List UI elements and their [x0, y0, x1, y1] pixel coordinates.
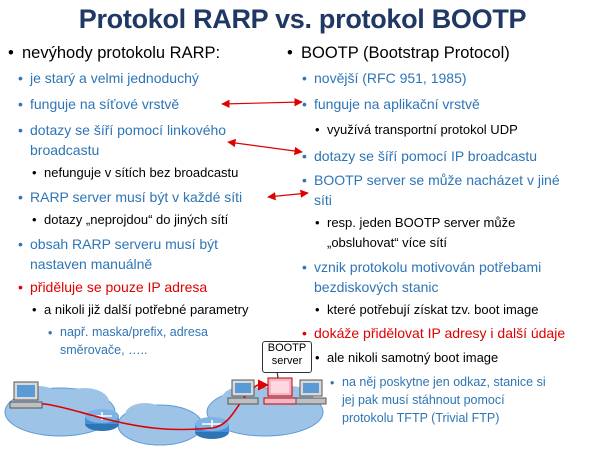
bullet-marker: •: [302, 70, 307, 86]
bullet-marker: •: [315, 350, 320, 365]
bullet-text: dotazy „neprojdou“ do jiných sítí: [44, 212, 229, 227]
bullet-text: funguje na síťové vrstvě: [30, 96, 180, 112]
bullet-text: nevýhody protokolu RARP:: [22, 44, 221, 62]
bullet-marker: •: [330, 376, 335, 390]
bullet-marker: •: [302, 325, 307, 341]
bullet-marker: •: [32, 165, 37, 180]
bullet-text: využívá transportní protokol UDP: [327, 122, 518, 137]
bullet-text: dotazy se šíří pomocí linkového: [30, 122, 227, 138]
bullet-item: • nefunguje v sítích bez broadcastu: [32, 163, 239, 183]
bullet-text: funguje na aplikační vrstvě: [314, 96, 480, 112]
bullet-text: vznik protokolu motivován potřebami: [314, 259, 542, 275]
bullet-text: jej pak musí stáhnout pomocí: [342, 393, 505, 407]
bootp-server-callout: BOOTP server: [262, 341, 312, 373]
network-cloud-icon: [117, 403, 203, 446]
bullet-marker: •: [18, 70, 23, 86]
bullet-marker: •: [18, 189, 23, 205]
bullet-text: nefunguje v sítích bez broadcastu: [44, 165, 239, 180]
bullet-item: • dotazy se šíří pomocí linkového broadcas…: [18, 120, 227, 160]
compare-arrow-layer: [221, 97, 303, 109]
bullet-item: • BOOTP (Bootstrap Protocol): [287, 43, 510, 63]
bullet-marker: •: [32, 302, 37, 317]
bullet-text: přiděluje se pouze IP adresa: [30, 279, 208, 295]
router-icon: [85, 409, 119, 431]
bullet-marker: •: [18, 122, 23, 138]
bullet-marker: •: [48, 326, 53, 340]
bullet-marker: •: [302, 172, 307, 188]
bullet-item: • dotazy se šíří pomocí IP broadcastu: [302, 146, 538, 166]
bullet-text: dotazy se šíří pomocí IP broadcastu: [314, 148, 538, 164]
bullet-marker: •: [315, 302, 320, 317]
bullet-marker: •: [18, 279, 23, 295]
bullet-marker: •: [302, 96, 307, 112]
bullet-marker: •: [302, 148, 307, 164]
bullet-item: • je starý a velmi jednoduchý: [18, 68, 199, 88]
compare-arrow-broadcast: [227, 138, 303, 156]
bullet-item: • na něj poskytne jen odkaz, stanice si je…: [330, 373, 546, 427]
bullet-item: • které potřebují získat tzv. boot image: [315, 300, 539, 320]
bullet-text: směrovače, …..: [60, 343, 148, 357]
bullet-item: • nevýhody protokolu RARP:: [8, 43, 221, 63]
bullet-item: • přiděluje se pouze IP adresa: [18, 277, 208, 297]
callout-line1: BOOTP: [267, 342, 307, 354]
bullet-item: • RARP server musí být v každé síti: [18, 187, 243, 207]
bullet-text: dokáže přidělovat IP adresy i další údaj…: [314, 325, 566, 341]
bullet-text: broadcastu: [30, 142, 100, 158]
bullet-marker: •: [315, 122, 320, 137]
bullet-item: • vznik protokolu motivován potřebami bezd…: [302, 257, 542, 297]
bullet-item: • využívá transportní protokol UDP: [315, 120, 518, 140]
bullet-item: • ale nikoli samotný boot image: [315, 348, 499, 368]
bullet-text: které potřebují získat tzv. boot image: [327, 302, 539, 317]
bullet-text: obsah RARP serveru musí být: [30, 236, 219, 252]
bullet-text: např. maska/prefix, adresa: [60, 325, 208, 339]
bullet-text: nastaven manuálně: [30, 256, 153, 272]
bullet-item: • novější (RFC 951, 1985): [302, 68, 467, 88]
bullet-text: síti: [314, 192, 332, 208]
bullet-marker: •: [18, 96, 23, 112]
bullet-item: • funguje na aplikační vrstvě: [302, 94, 480, 114]
bullet-item: • obsah RARP serveru musí být nastaven man…: [18, 234, 219, 274]
bullet-marker: •: [315, 215, 320, 230]
bullet-text: ale nikoli samotný boot image: [327, 350, 499, 365]
bullet-text: na něj poskytne jen odkaz, stanice si: [342, 375, 546, 389]
callout-line2: server: [271, 355, 303, 367]
computer-icon: [295, 379, 327, 405]
compare-arrow-server: [267, 189, 309, 201]
bullet-text: „obsluhovat“ více sítí: [327, 235, 447, 250]
bullet-text: a nikoli již další potřebné parametry: [44, 302, 249, 317]
bullet-item: • dotazy „neprojdou“ do jiných sítí: [32, 210, 229, 230]
bullet-text: resp. jeden BOOTP server může: [327, 215, 516, 230]
bullet-item: • a nikoli již další potřebné parametry: [32, 300, 249, 320]
bullet-text: BOOTP (Bootstrap Protocol): [301, 44, 510, 62]
request-path: [11, 379, 270, 431]
bullet-text: RARP server musí být v každé síti: [30, 189, 243, 205]
bullet-marker: •: [32, 212, 37, 227]
bullet-item: • dokáže přidělovat IP adresy i další úda…: [302, 323, 566, 343]
bullet-text: protokolu TFTP (Trivial FTP): [342, 411, 500, 425]
bullet-text: BOOTP server se může nacházet v jiné: [314, 172, 560, 188]
server-icon: [263, 377, 297, 405]
bullet-item: • resp. jeden BOOTP server může „obsluhova…: [315, 213, 516, 253]
slide-title: Protokol RARP vs. protokol BOOTP: [78, 4, 527, 34]
bullet-marker: •: [302, 259, 307, 275]
bullet-marker: •: [287, 44, 293, 62]
computer-icon: [227, 379, 259, 405]
bullet-marker: •: [18, 236, 23, 252]
bullet-marker: •: [8, 44, 14, 62]
bullet-text: novější (RFC 951, 1985): [314, 70, 467, 86]
bullet-item: • BOOTP server se může nacházet v jiné sít…: [302, 170, 560, 210]
bullet-text: bezdiskových stanic: [314, 279, 439, 295]
bullet-item: • funguje na síťové vrstvě: [18, 94, 180, 114]
bullet-text: je starý a velmi jednoduchý: [30, 70, 199, 86]
bullet-item: • např. maska/prefix, adresa směrovače, ….…: [48, 323, 208, 359]
computer-icon: [9, 381, 43, 409]
